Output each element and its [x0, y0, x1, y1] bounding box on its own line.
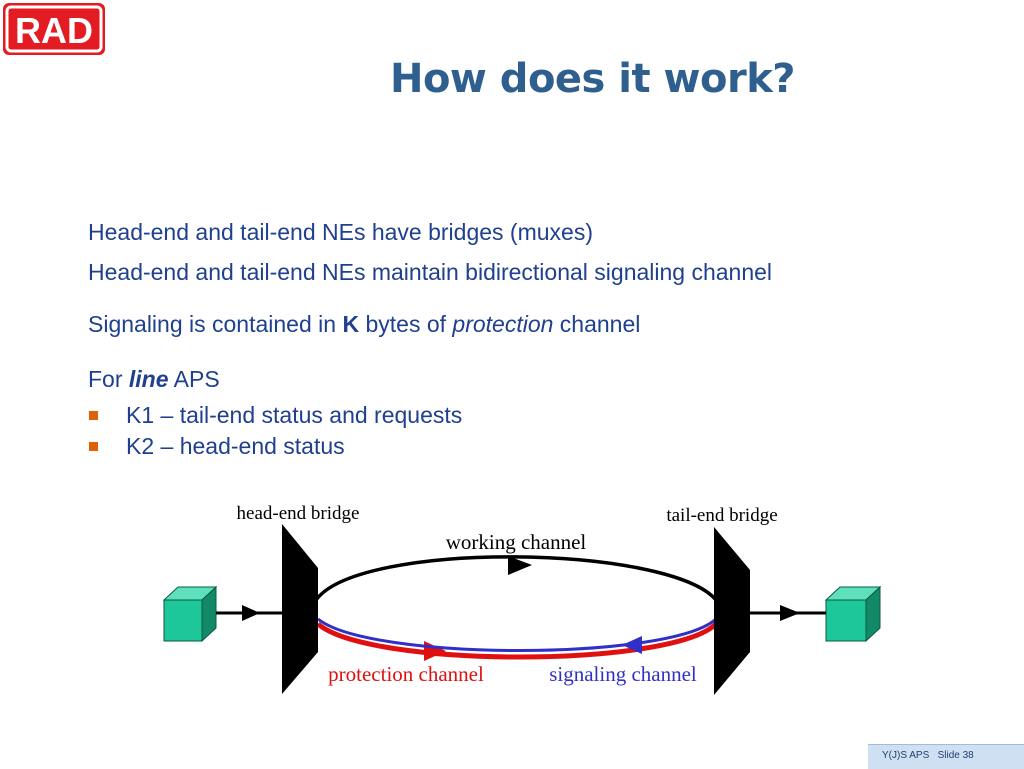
tail-end-bridge-label: tail-end bridge	[666, 505, 777, 526]
head-end-bridge-label: head-end bridge	[237, 503, 360, 524]
working-channel-label: working channel	[446, 530, 587, 554]
footer-deck-name: Y(J)S APS	[882, 750, 930, 761]
footer-text: Y(J)S APS Slide 38	[882, 750, 974, 761]
line-aps-prefix: For	[88, 366, 129, 392]
working-channel-arc	[314, 555, 718, 602]
signaling-channel-label: signaling channel	[549, 662, 697, 686]
k-bytes-middle: bytes of	[359, 311, 453, 337]
k-bytes-prefix: Signaling is contained in	[88, 311, 343, 337]
rad-logo: RAD	[3, 3, 105, 55]
line-aps-suffix: APS	[168, 366, 220, 392]
head-end-input-arrow	[242, 605, 260, 621]
protection-channel-arrow	[424, 641, 446, 661]
signaling-channel-arc	[317, 617, 718, 652]
signaling-channel-arrow	[622, 636, 642, 654]
bullet-marker	[88, 408, 102, 422]
tail-end-output-arrow	[780, 605, 800, 621]
working-channel-arrow	[508, 556, 532, 575]
body-line-signaling-channel: Head-end and tail-end NEs maintain bidir…	[88, 259, 773, 285]
protection-channel-label: protection channel	[328, 662, 484, 686]
logo-text: RAD	[15, 10, 93, 51]
body-line-line-aps: For line APS	[88, 366, 220, 393]
footer-slide-number: Slide 38	[937, 750, 974, 761]
head-end-node-box	[162, 585, 218, 643]
k-bytes-bold: K	[342, 311, 360, 337]
protection-channel-arc	[316, 622, 718, 660]
bullet-k2: K2 – head-end status	[126, 433, 345, 459]
bullet-marker	[88, 439, 102, 453]
tail-end-bridge	[714, 527, 750, 695]
line-aps-emphasis: line	[128, 366, 169, 392]
slide-footer: Y(J)S APS Slide 38	[868, 744, 1024, 769]
head-end-bridge	[282, 524, 318, 694]
tail-end-node-box	[824, 585, 882, 643]
body-line-k-bytes: Signaling is contained in K bytes of pro…	[88, 311, 640, 338]
k-bytes-suffix: channel	[553, 311, 641, 337]
bullet-k1: K1 – tail-end status and requests	[126, 402, 463, 428]
k-bytes-italic: protection	[452, 311, 554, 337]
body-line-bridges: Head-end and tail-end NEs have bridges (…	[88, 219, 593, 245]
slide-title: How does it work?	[389, 56, 796, 102]
